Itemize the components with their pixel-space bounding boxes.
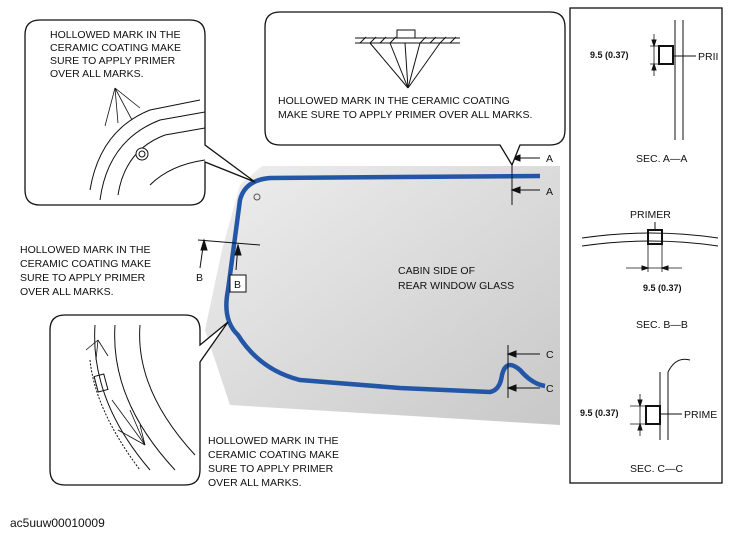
callout-mid-left-line-4: OVER ALL MARKS.: [20, 286, 114, 298]
section-a-caption: SEC. A—A: [636, 153, 687, 165]
callout-top-center: [264, 11, 566, 167]
section-b-marker-right: B: [234, 279, 241, 291]
callout-bottom-left-line-1: HOLLOWED MARK IN THE: [208, 435, 339, 447]
callout-top-left-line-3: SURE TO APPLY PRIMER: [50, 55, 176, 67]
section-c-dimension: 9.5 (0.37): [580, 408, 619, 418]
section-c-callout: PRIME: [684, 409, 717, 421]
section-c-detail: [630, 358, 691, 440]
section-panel: [569, 7, 723, 484]
rear-window-glass: [205, 166, 560, 425]
callout-top-left-line-2: CERAMIC COATING MAKE: [50, 42, 181, 54]
callout-mid-left-line-2: CERAMIC COATING MAKE: [20, 258, 151, 270]
glass-label-line-2: REAR WINDOW GLASS: [398, 280, 514, 292]
section-a-dimension: 9.5 (0.37): [590, 50, 629, 60]
section-b-caption: SEC. B—B: [636, 319, 688, 331]
section-a-marker-top: A: [546, 153, 553, 165]
hatched-glass-edge-icon: [355, 29, 460, 89]
primer-bead-line: [224, 173, 546, 395]
section-c-markers: [506, 345, 540, 398]
callout-top-left: [24, 19, 256, 206]
callout-top-left-line-4: OVER ALL MARKS.: [50, 68, 144, 80]
section-c-caption: SEC. C—C: [630, 463, 684, 475]
callout-mid-left-line-1: HOLLOWED MARK IN THE: [20, 244, 151, 256]
callout-top-left-line-1: HOLLOWED MARK IN THE: [50, 29, 181, 41]
callout-top-center-line-2: MAKE SURE TO APPLY PRIMER OVER ALL MARKS…: [278, 109, 532, 121]
section-a-marker-bottom: A: [546, 186, 553, 198]
callout-bottom-left-line-4: OVER ALL MARKS.: [208, 477, 302, 489]
callout-top-center-line-1: HOLLOWED MARK IN THE CERAMIC COATING: [278, 95, 510, 107]
section-b-detail: [581, 222, 719, 272]
section-a-callout: PRII: [698, 51, 718, 63]
section-b-markers: [197, 238, 261, 271]
image-reference-id: ac5uuw00010009: [10, 516, 105, 530]
callout-bottom-left: [49, 314, 229, 486]
section-a-detail: [650, 20, 696, 140]
section-c-marker-top: C: [546, 349, 554, 361]
glass-label-line-1: CABIN SIDE OF: [398, 265, 475, 277]
callout-mid-left-line-3: SURE TO APPLY PRIMER: [20, 272, 146, 284]
section-c-marker-bottom: C: [546, 383, 554, 395]
section-b-dimension: 9.5 (0.37): [643, 283, 682, 293]
callout-bottom-left-line-2: CERAMIC COATING MAKE: [208, 449, 339, 461]
callout-bottom-left-line-3: SURE TO APPLY PRIMER: [208, 463, 334, 475]
section-b-title: PRIMER: [630, 209, 671, 221]
section-b-marker-left: B: [196, 272, 203, 284]
